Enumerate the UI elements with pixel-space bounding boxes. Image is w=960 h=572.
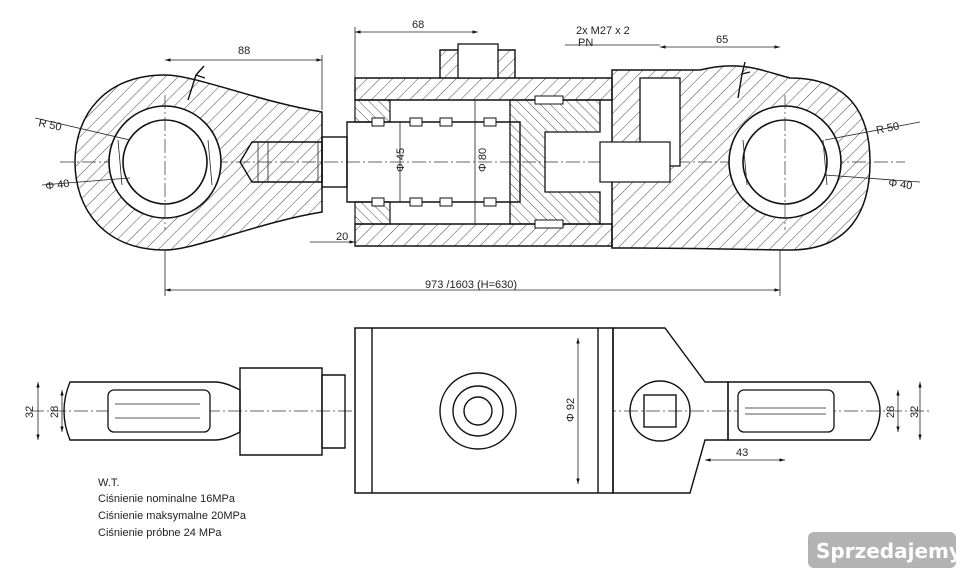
dim-20: 20 bbox=[336, 231, 348, 243]
section-view: 88 68 2x M27 x 2 PN 65 R 50 Φ 40 R 50 Φ … bbox=[34, 19, 921, 296]
r50-left: R 50 bbox=[37, 117, 62, 134]
port-right-outer bbox=[629, 380, 691, 442]
port-pn: PN bbox=[578, 37, 593, 49]
d40-right-leader bbox=[824, 174, 921, 183]
right-bearing-side bbox=[737, 389, 835, 433]
right-eye-side bbox=[727, 381, 881, 441]
oil-passage bbox=[599, 141, 671, 183]
dim-d45: Φ 45 bbox=[395, 148, 407, 172]
watermark-text: Sprzedajemy.pl bbox=[816, 539, 960, 563]
note-max: Ciśnienie maksymalne 20MPa bbox=[98, 510, 247, 522]
right-bearing-side-lines bbox=[745, 407, 826, 415]
dim-68: 68 bbox=[412, 19, 424, 31]
left-eye-side bbox=[63, 381, 241, 441]
dim-32-right: 32 bbox=[909, 406, 921, 418]
d40-right: Φ 40 bbox=[888, 177, 914, 192]
dim-28-left: 28 bbox=[49, 406, 61, 418]
left-bearing-side bbox=[107, 389, 211, 433]
dim-d92: Φ 92 bbox=[565, 398, 577, 422]
rod-thread-lines bbox=[257, 142, 319, 182]
port-left-inner bbox=[463, 396, 493, 426]
d40-left-leader bbox=[41, 177, 131, 186]
d40-left: Φ 40 bbox=[45, 178, 71, 193]
note-test: Ciśnienie próbne 24 MPa bbox=[98, 527, 222, 539]
note-wt: W.T. bbox=[98, 477, 119, 489]
note-nominal: Ciśnienie nominalne 16MPa bbox=[98, 493, 236, 505]
left-grease-nipple bbox=[187, 65, 206, 101]
port-bore-left bbox=[457, 43, 499, 79]
rod-side bbox=[239, 367, 323, 456]
dim-43: 43 bbox=[736, 447, 748, 459]
dim-32-left: 32 bbox=[24, 406, 36, 418]
dim-length: 973 /1603 (H=630) bbox=[425, 279, 517, 291]
right-bearing-lines bbox=[742, 139, 828, 186]
watermark-logo: Sprzedajemy.pl bbox=[808, 532, 960, 568]
right-grease-nipple bbox=[737, 61, 751, 99]
rod-collar-side bbox=[321, 374, 346, 449]
seals bbox=[371, 95, 564, 229]
spec-notes: W.T. Ciśnienie nominalne 16MPa Ciśnienie… bbox=[98, 477, 247, 539]
r50-right: R 50 bbox=[875, 120, 900, 137]
port-left-outer bbox=[439, 372, 517, 450]
r50-right-leader bbox=[824, 121, 921, 141]
left-bearing-lines bbox=[117, 139, 213, 186]
barrel-top-wall bbox=[354, 77, 613, 101]
outside-view: 32 28 32 28 Φ 92 43 bbox=[24, 327, 930, 494]
dim-d80: Φ 80 bbox=[477, 148, 489, 172]
port-left-mid bbox=[452, 385, 504, 437]
left-bearing-side-lines bbox=[115, 403, 200, 419]
r50-left-leader bbox=[34, 117, 131, 141]
port-right-square bbox=[643, 394, 677, 428]
dim-28-right: 28 bbox=[885, 406, 897, 418]
port-spec: 2x M27 x 2 bbox=[576, 25, 630, 37]
dim-65: 65 bbox=[716, 34, 728, 46]
barrel-bottom-wall bbox=[354, 223, 613, 247]
dim-88: 88 bbox=[238, 45, 250, 57]
